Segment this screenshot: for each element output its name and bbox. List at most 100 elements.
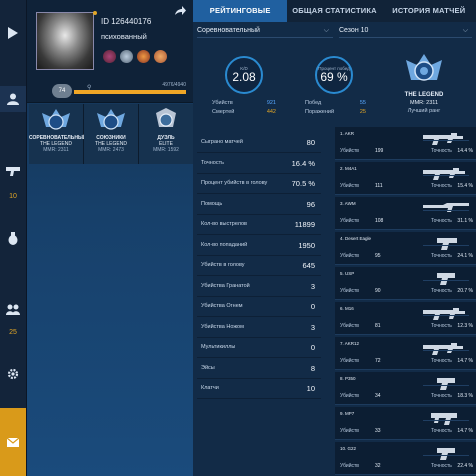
- weapon-accuracy-label: Точность: [431, 218, 452, 224]
- weapon-chart-line: [423, 455, 469, 456]
- achievement-badge-icon[interactable]: [137, 50, 150, 63]
- rank-name: ELITE: [159, 141, 173, 147]
- weapon-chart-line: [423, 350, 469, 351]
- best-rank-icon: [404, 50, 444, 90]
- share-icon[interactable]: [175, 6, 186, 18]
- mail-button[interactable]: [0, 408, 26, 476]
- profile-icon[interactable]: [0, 86, 26, 112]
- tab-match-history[interactable]: ИСТОРИЯ МАТЧЕЙ: [392, 6, 466, 15]
- achievement-badge-icon[interactable]: [120, 50, 133, 63]
- rank-mode: ДУЭЛЬ: [157, 135, 175, 141]
- tab-general-stats[interactable]: ОБЩАЯ СТАТИСТИКА: [292, 6, 377, 15]
- chevron-down-icon: ⌵: [462, 27, 468, 34]
- chevron-down-icon: ⌵: [323, 27, 329, 34]
- rank-card-allies[interactable]: СОЮЗНИКИ THE LEGEND MMR: 2473: [84, 104, 139, 164]
- season-select[interactable]: Сезон 10 ⌵: [339, 24, 472, 38]
- weapon-kills-value: 32: [375, 463, 381, 469]
- weapon-kills-value: 111: [375, 183, 383, 189]
- stat-label: Кол-во попаданий: [201, 241, 248, 248]
- weapon-accuracy-label: Точность: [431, 428, 452, 434]
- tab-ranked[interactable]: РЕЙТИНГОВЫЕ: [193, 0, 288, 22]
- gear-icon[interactable]: [0, 361, 26, 387]
- weapon-kills-value: 81: [375, 323, 381, 329]
- stat-label: Убийства Гранатой: [201, 282, 250, 289]
- weapon-chart-line: [423, 280, 469, 281]
- stat-label: Мультикиллы: [201, 344, 236, 350]
- winrate-label: Процент побед: [318, 66, 350, 71]
- weapon-kills-value: 34: [375, 393, 381, 399]
- best-rank-name: THE LEGEND: [404, 92, 444, 98]
- weapon-accuracy-value: 18.3 %: [457, 393, 473, 399]
- mode-select-value: Соревновательный: [197, 27, 260, 34]
- losses-label: Поражений: [305, 109, 335, 115]
- friends-icon[interactable]: [0, 296, 26, 322]
- stat-value: 96: [306, 199, 315, 209]
- achievement-badge-icon[interactable]: [103, 50, 116, 63]
- weapon-accuracy-value: 14.7 %: [457, 428, 473, 434]
- weapon-icon: [437, 378, 455, 390]
- weapon-icon: [437, 273, 455, 285]
- kd-circle: K/D 2.08: [225, 56, 263, 94]
- weapon-chart-line: [423, 140, 469, 141]
- rank-mmr: MMR: 1592: [153, 147, 179, 153]
- weapon-kills-value: 33: [375, 428, 381, 434]
- stat-value: 645: [302, 261, 315, 270]
- weapon-chart-line: [423, 210, 469, 211]
- weapon-accuracy-label: Точность: [431, 288, 452, 294]
- weapon-kills-label: Убийств: [340, 428, 359, 434]
- rank-card-duel[interactable]: ДУЭЛЬ ELITE MMR: 1592: [139, 104, 194, 164]
- pistol-icon[interactable]: [0, 158, 26, 184]
- weapon-name: 8. P350: [340, 376, 356, 381]
- weapon-accuracy-label: Точность: [431, 148, 452, 154]
- xp-text: 4976/4940: [162, 82, 186, 88]
- weapon-icon: [431, 413, 457, 425]
- legend-rank-icon: [97, 109, 125, 130]
- stat-label: Точность: [201, 159, 224, 166]
- avatar[interactable]: [36, 12, 94, 70]
- mode-select[interactable]: Соревновательный ⌵: [197, 24, 333, 38]
- weapon-kills-label: Убийств: [340, 148, 359, 154]
- stat-value: 1950: [298, 240, 315, 250]
- rank-card-competitive[interactable]: СОРЕВНОВАТЕЛЬНЫЙ THE LEGEND MMR: 2311: [29, 104, 86, 164]
- stat-label: Сыграно матчей: [201, 139, 243, 145]
- stat-label: Убийства Огнем: [201, 303, 243, 309]
- weapon-kills-label: Убийств: [340, 463, 359, 469]
- wins-value: 55: [359, 100, 366, 106]
- stat-value: 80: [306, 138, 315, 147]
- xp-icon: ⚲: [87, 85, 92, 91]
- weapon-chart-line: [423, 420, 469, 421]
- achievement-badge-icon[interactable]: [154, 50, 167, 63]
- stat-value: 11899: [294, 220, 315, 229]
- xp-bar: [74, 90, 186, 94]
- level-badge: 74: [52, 84, 72, 98]
- weapon-name: 6. M16: [340, 306, 354, 311]
- losses-value: 25: [359, 109, 366, 115]
- weapon-name: 3. AWM: [340, 201, 356, 206]
- weapon-accuracy-label: Точность: [431, 393, 452, 399]
- weapon-icon: [423, 203, 469, 212]
- grenade-icon[interactable]: [0, 225, 26, 251]
- deaths-label: Смертей: [212, 109, 235, 115]
- rank-mmr: MMR: 2473: [98, 147, 124, 153]
- play-icon[interactable]: [0, 20, 26, 46]
- stat-label: Убийства Ножом: [201, 323, 244, 330]
- stat-label: Помощь: [201, 200, 223, 207]
- tab-bar: РЕЙТИНГОВЫЕ ОБЩАЯ СТАТИСТИКА ИСТОРИЯ МАТ…: [193, 0, 476, 22]
- weapon-accuracy-value: 14.4 %: [457, 148, 473, 154]
- weapon-kills-value: 95: [375, 253, 381, 259]
